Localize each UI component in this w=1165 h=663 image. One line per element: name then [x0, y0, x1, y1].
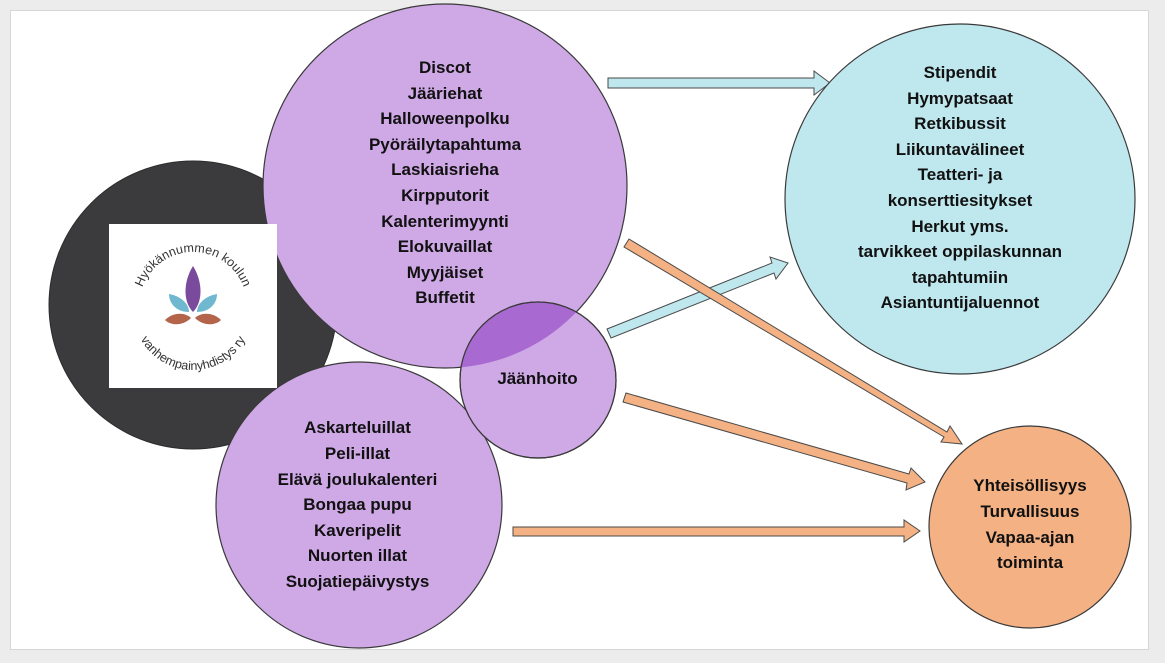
events-item: Kalenterimyynti [381, 211, 509, 231]
support-item: konserttiesitykset [887, 191, 1033, 210]
support-item: Teatteri- ja [917, 165, 1003, 185]
arrow-events-to-support [607, 70, 831, 96]
outcome-item: Yhteisöllisyys [973, 476, 1087, 496]
events-item: Buffetit [415, 288, 475, 308]
activities-item: Suojatiepäivystys [285, 571, 430, 591]
activities-circle [215, 361, 503, 649]
activities-item: Askarteluillat [304, 418, 411, 438]
activities-item: Nuorten illat [307, 546, 408, 566]
events-item: Elokuvaillat [397, 237, 493, 257]
lotus-right-base [195, 313, 221, 325]
events-item: Halloweenpolku [380, 109, 510, 129]
arrow-events-to-outcome [623, 238, 963, 445]
arrows-group [512, 70, 963, 543]
support-circle [784, 23, 1136, 375]
events-item: Pyöräilytapahtuma [368, 134, 522, 154]
activities-item: Kaveripelit [314, 520, 401, 540]
logo-text-bottom: vanhempainyhdistys ry [138, 333, 248, 373]
support-item: tarvikkeet oppilaskunnan [857, 242, 1063, 262]
support-item: Herkut yms. [911, 216, 1009, 236]
arrow-activities-to-outcome [512, 519, 921, 543]
outcome-list: Yhteisöllisyys Turvallisuus Vapaa-ajan t… [950, 473, 1110, 576]
support-item: tapahtumiin [911, 267, 1009, 287]
logo: Hyökännummen koulun vanhempainyhdistys r… [109, 224, 277, 388]
lotus-logo-icon: Hyökännummen koulun vanhempainyhdistys r… [132, 241, 254, 373]
lotus-left-petal [169, 294, 189, 312]
support-item: Hymypatsaat [907, 88, 1013, 108]
events-list: Discot Jääriehat Halloweenpolku Pyöräily… [330, 55, 560, 311]
events-item: Myyjäiset [406, 262, 484, 282]
outcome-circle [928, 425, 1132, 629]
support-item: Stipendit [923, 63, 997, 83]
outcome-item: toiminta [996, 553, 1064, 573]
lotus-right-petal [197, 294, 217, 312]
support-list: Stipendit Hymypatsaat Retkibussit Liikun… [830, 60, 1090, 316]
activities-item: Bongaa pupu [303, 495, 412, 515]
events-item: Laskiaisrieha [391, 160, 499, 180]
arrow-ice-to-support [606, 256, 789, 339]
events-item: Jääriehat [407, 83, 483, 103]
outcome-item: Turvallisuus [980, 501, 1080, 521]
activities-item: Elävä joulukalenteri [277, 469, 438, 489]
lotus-left-base [165, 313, 191, 325]
svg-text:vanhempainyhdistys ry: vanhempainyhdistys ry [138, 333, 248, 373]
lotus-center-petal [185, 266, 201, 312]
events-item: Discot [419, 58, 471, 78]
support-item: Retkibussit [914, 114, 1006, 134]
support-item: Asiantuntijaluennot [880, 293, 1040, 313]
support-item: Liikuntavälineet [895, 139, 1025, 159]
ice-label: Jäänhoito [470, 366, 605, 392]
activities-item: Peli-illat [324, 444, 391, 464]
arrow-ice-to-outcome [622, 392, 926, 491]
ice-label-text: Jäänhoito [497, 369, 578, 389]
events-circle [262, 3, 628, 369]
events-item: Kirpputorit [401, 186, 489, 205]
activities-list: Askarteluillat Peli-illat Elävä joulukal… [240, 415, 475, 595]
outcome-item: Vapaa-ajan [985, 527, 1075, 547]
